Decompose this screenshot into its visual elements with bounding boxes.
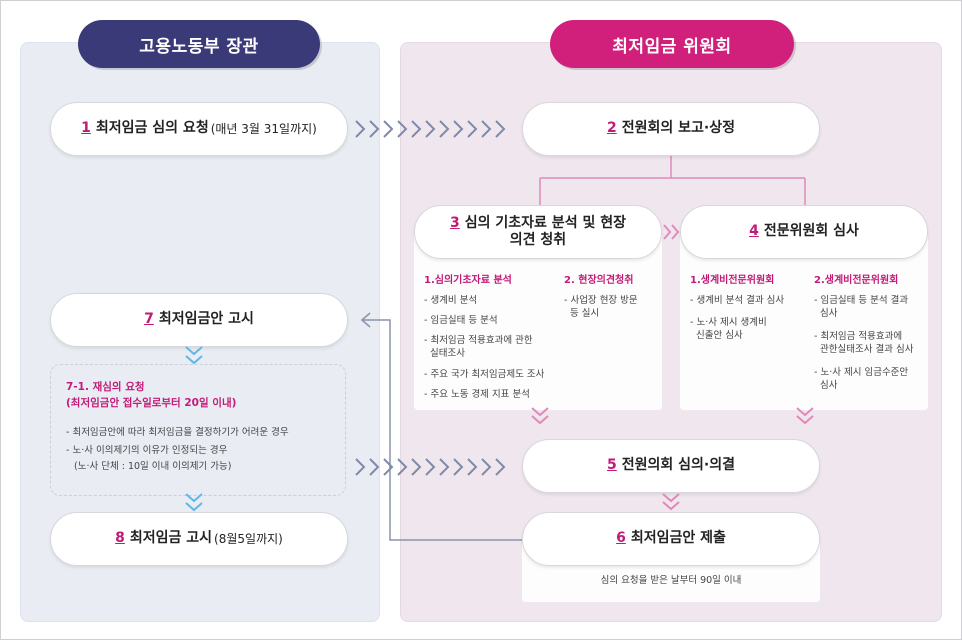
chevron-down-icon xyxy=(185,346,203,356)
step-number: 4 xyxy=(749,223,759,240)
chevron-right-icon xyxy=(453,120,464,138)
step-label: 최저임금 심의 요청 xyxy=(95,120,209,137)
step-6-note: 심의 요청을 받은 날부터 90일 이내 xyxy=(600,575,742,586)
chevron-5-down xyxy=(662,493,680,511)
step-4-col1-title: 1.생계비전문위원회 xyxy=(690,275,775,286)
step-label-line2: 의견 청취 xyxy=(509,232,567,248)
step-7-1-box xyxy=(50,364,346,496)
chevron-right-icon xyxy=(481,458,492,476)
chevron-right-icon xyxy=(495,458,506,476)
chevron-71-down xyxy=(185,493,203,512)
chevron-right-icon xyxy=(495,120,506,138)
list-item: - 노·사 제시 생계비 신출안 심사 xyxy=(690,317,767,342)
chevron-down-icon xyxy=(185,502,203,512)
step-number: 8 xyxy=(115,530,125,547)
list-item: - 노·사 제시 임금수준안 심사 xyxy=(814,367,909,392)
chevron-down-icon xyxy=(531,415,549,425)
connector-6-to-7 xyxy=(362,319,522,541)
step-8: 8 최저임금 고시 (8월5일까지) xyxy=(50,512,348,566)
step-number: 1 xyxy=(81,120,91,137)
step-label: 최저임금안 고시 xyxy=(158,311,254,328)
list-item: - 최저임금안에 따라 최저임금을 결정하기가 어려운 경우 xyxy=(66,427,289,438)
step-number: 3 xyxy=(450,214,460,231)
chevron-right-icon xyxy=(467,120,478,138)
chevron-right-icon xyxy=(411,120,422,138)
list-item: - 노·사 이의제기의 이유가 인정되는 경우 xyxy=(66,445,228,456)
chevron-4-down xyxy=(796,407,814,425)
step-label: 전원의회 심의·의결 xyxy=(621,457,735,474)
list-item: - 사업장 현장 방문 등 실시 xyxy=(564,295,638,320)
chevron-7-down xyxy=(185,346,203,365)
step-3-col2-title: 2. 현장의견청취 xyxy=(564,275,634,286)
step-2: 2 전원회의 보고·상정 xyxy=(522,102,820,156)
chevron-right-icon xyxy=(481,120,492,138)
chevron-right-icon xyxy=(467,458,478,476)
chevron-right-icon xyxy=(355,458,366,476)
chevron-down-icon xyxy=(185,355,203,365)
step-number: 5 xyxy=(607,457,617,474)
list-item: - 생계비 분석 결과 심사 xyxy=(690,295,785,306)
header-commission: 최저임금 위원회 xyxy=(550,20,794,68)
step-number: 6 xyxy=(616,530,626,547)
chevron-down-icon xyxy=(185,493,203,503)
step-4: 4 전문위원회 심사 xyxy=(680,205,928,259)
step-sub: (8월5일까지) xyxy=(214,531,283,546)
step-6: 6 최저임금안 제출 xyxy=(522,512,820,566)
list-item: - 최저임금 적용효과에 관한실태조사 결과 심사 xyxy=(814,331,914,356)
list-item: - 주요 국가 최저임금제도 조사 xyxy=(424,369,545,380)
chevron-right-icon xyxy=(453,458,464,476)
chevron-3-4 xyxy=(663,224,680,240)
list-item: - 생계비 분석 xyxy=(424,295,478,306)
step-label: 전원회의 보고·상정 xyxy=(621,120,735,137)
header-ministry: 고용노동부 장관 xyxy=(78,20,320,68)
chevron-right-icon xyxy=(425,458,436,476)
chevron-right-icon xyxy=(439,458,450,476)
chevron-down-icon xyxy=(796,407,814,417)
chevron-right-icon xyxy=(383,120,394,138)
step-number: 2 xyxy=(607,120,617,137)
chevron-3-down xyxy=(531,407,549,425)
step-number: 7 xyxy=(144,311,154,328)
list-item: - 주요 노동 경제 지표 분석 xyxy=(424,389,530,400)
chevron-right-icon xyxy=(397,458,408,476)
step-4-detail-box xyxy=(680,232,928,410)
step-label: 최저임금안 제출 xyxy=(630,530,726,547)
step-7-1-title-line2: (최저임금안 접수일로부터 20일 이내) xyxy=(66,396,237,409)
chevron-chain-71-5 xyxy=(355,458,506,476)
step-label: 전문위원회 심사 xyxy=(763,223,859,240)
chevron-right-icon xyxy=(425,120,436,138)
chevron-right-icon xyxy=(439,120,450,138)
chevron-right-icon xyxy=(663,224,672,240)
chevron-right-icon xyxy=(411,458,422,476)
step-4-col2-title: 2.생계비전문위원회 xyxy=(814,275,899,286)
chevron-down-icon xyxy=(531,407,549,417)
list-item: - 최저임금 적용효과에 관한 실태조사 xyxy=(424,335,533,360)
step-5: 5 전원의회 심의·의결 xyxy=(522,439,820,493)
list-item: - 임금실태 등 분석 xyxy=(424,315,498,326)
step-3-col1-title: 1.심의기초자료 분석 xyxy=(424,275,512,286)
chevron-down-icon xyxy=(662,493,680,503)
arrowhead-to-7 xyxy=(360,312,371,328)
step-7-1-title: 7-1. 재심의 요청 (최저임금안 접수일로부터 20일 이내) xyxy=(66,380,236,412)
step-7-1-title-line1: 7-1. 재심의 요청 xyxy=(66,381,145,393)
step-3-detail-box xyxy=(414,232,662,410)
chevron-down-icon xyxy=(662,501,680,511)
chevron-down-icon xyxy=(796,415,814,425)
list-item: - 임금실태 등 분석 결과 심사 xyxy=(814,295,909,320)
chevron-right-icon xyxy=(355,120,366,138)
chevron-right-icon xyxy=(671,224,680,240)
chevron-right-icon xyxy=(383,458,394,476)
step-7: 7 최저임금안 고시 xyxy=(50,293,348,347)
list-item-sub: (노·사 단체 : 10일 이내 이의제기 가능) xyxy=(74,461,232,472)
chevron-right-icon xyxy=(397,120,408,138)
step-1: 1 최저임금 심의 요청 (매년 3월 31일까지) xyxy=(50,102,348,156)
chevron-chain-1-2 xyxy=(355,120,506,138)
chevron-right-icon xyxy=(369,458,380,476)
step-sub: (매년 3월 31일까지) xyxy=(210,121,317,136)
chevron-right-icon xyxy=(369,120,380,138)
step-label: 최저임금 고시 xyxy=(129,530,213,547)
step-label: 심의 기초자료 분석 및 현장 xyxy=(464,214,626,231)
